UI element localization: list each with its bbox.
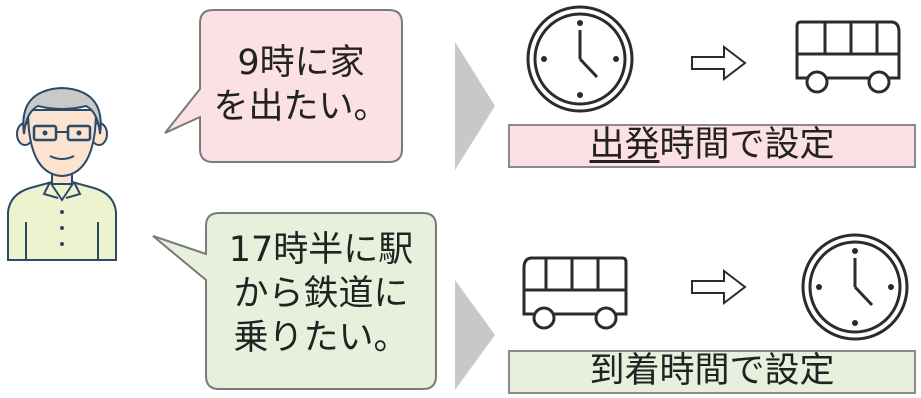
speech-line: 9時に家 — [237, 43, 365, 83]
label-rest: 時間で設定 — [659, 125, 835, 165]
speech-line: を出たい。 — [213, 87, 389, 127]
arrow-right-icon — [690, 268, 748, 306]
bus-icon — [793, 18, 903, 96]
person-icon — [0, 82, 124, 262]
chevron-right-icon — [455, 280, 499, 390]
clock-icon — [525, 4, 635, 114]
bus-icon — [520, 254, 630, 332]
arrow-right-icon — [690, 44, 748, 82]
departure-time-label: 出発時間で設定 — [508, 124, 916, 168]
speech-line: から鉄道に — [233, 274, 409, 314]
chevron-right-icon — [455, 42, 499, 170]
label-emphasis: 出発 — [589, 125, 660, 165]
speech-bubble-departure: 9時に家 を出たい。 — [160, 5, 410, 165]
clock-icon — [800, 232, 910, 342]
speech-line: 17時半に駅 — [228, 230, 414, 270]
speech-line: 乗りたい。 — [233, 318, 409, 358]
arrival-time-label: 到着時間で設定 — [508, 350, 916, 394]
speech-bubble-arrival: 17時半に駅 から鉄道に 乗りたい。 — [148, 208, 442, 394]
